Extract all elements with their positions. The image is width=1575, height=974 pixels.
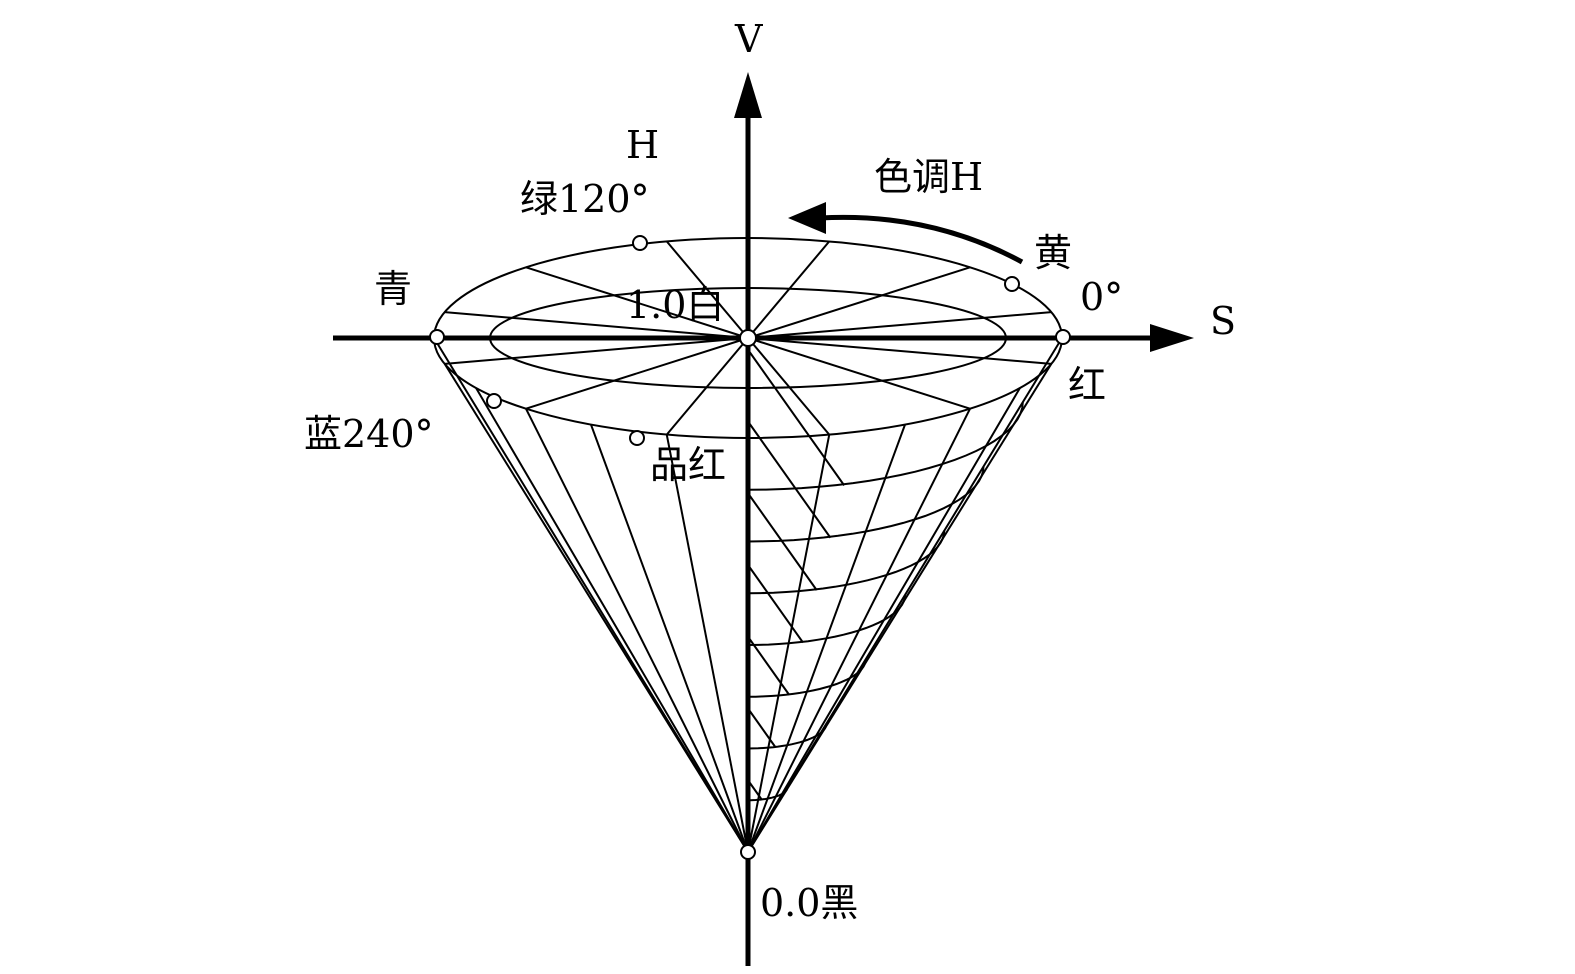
cut-face-line <box>747 707 777 748</box>
cut-face-line <box>747 636 791 696</box>
white-label: 1.0白 <box>626 283 725 327</box>
magenta-label: 品红 <box>650 443 727 487</box>
black-label: 0.0黑 <box>760 881 859 925</box>
cut-face-line <box>747 420 832 539</box>
radial-spoke <box>747 337 971 410</box>
radial-spoke <box>747 240 831 339</box>
cone-generator <box>590 424 749 853</box>
hue-arrow <box>819 214 1024 265</box>
red-label: 红 <box>1068 363 1107 407</box>
value-level-curve <box>747 594 906 646</box>
cone-generator <box>433 337 749 853</box>
yellow-label: 黄 <box>1034 231 1073 275</box>
green-label: 绿120° <box>520 177 650 221</box>
point-green <box>632 235 648 251</box>
value-level-curve <box>747 787 789 802</box>
cone-mesh <box>433 237 1063 853</box>
radial-spoke <box>525 266 749 339</box>
hue-arrowhead <box>788 202 826 234</box>
point-black <box>740 844 756 860</box>
cone-generator <box>665 434 749 853</box>
hue-arrow-label: 色调H <box>874 155 984 199</box>
s-axis-label: S <box>1210 299 1237 343</box>
radial-spoke <box>444 311 749 339</box>
cut-face-line <box>747 564 804 644</box>
yellow-angle-label: 0° <box>1080 275 1124 319</box>
cone-generator <box>475 387 749 853</box>
value-level-curve <box>747 402 1024 491</box>
point-white <box>739 329 757 347</box>
point-red <box>1055 329 1071 345</box>
s-axis-arrowhead <box>1150 324 1194 352</box>
value-level-curve <box>747 530 946 595</box>
radial-spoke <box>747 266 971 339</box>
point-blue <box>486 393 502 409</box>
radial-spoke <box>747 337 1052 365</box>
value-level-curve <box>747 659 867 698</box>
cut-face-line <box>747 349 845 486</box>
radial-spoke <box>665 240 749 339</box>
radial-spoke <box>747 311 1052 339</box>
blue-label: 蓝240° <box>304 412 434 456</box>
point-cyan <box>429 329 445 345</box>
v-axis-label: V <box>735 17 763 61</box>
cut-face-line <box>747 492 818 591</box>
v-axis-arrowhead <box>734 72 762 118</box>
radial-spoke <box>747 337 831 436</box>
radial-spoke <box>444 337 749 365</box>
hue-h-label: H <box>626 123 660 167</box>
radial-spoke <box>665 337 749 436</box>
cone-generator <box>525 408 749 853</box>
cyan-label: 青 <box>374 267 413 311</box>
point-yellow <box>1004 276 1020 292</box>
radial-spoke <box>525 337 749 410</box>
point-magenta <box>629 430 645 446</box>
value-level-curve <box>747 466 985 543</box>
value-level-curve <box>747 723 828 750</box>
